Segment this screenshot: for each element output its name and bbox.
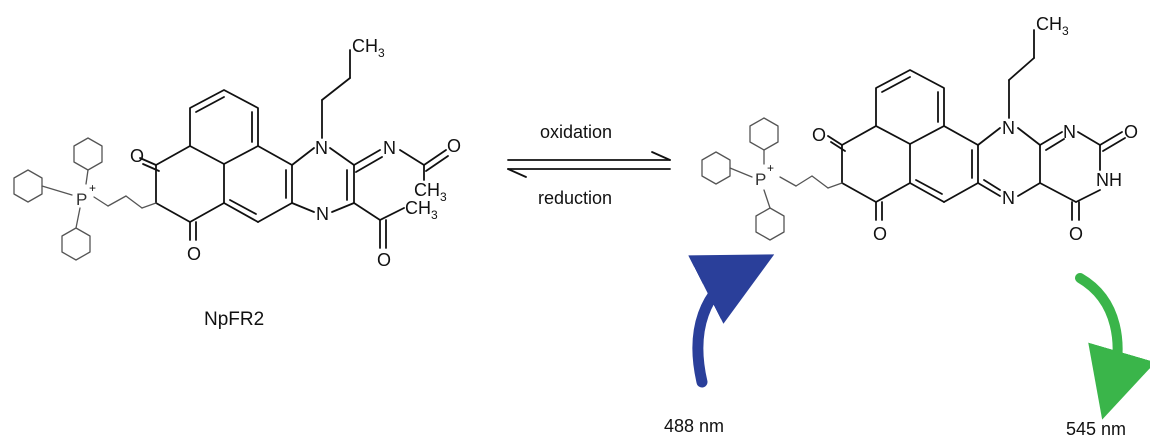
right-dione-ring: [827, 125, 911, 221]
right-phosphonium-linker: [779, 175, 843, 189]
left-imine-nitrogen: N: [383, 138, 396, 158]
right-ring-nitrogen-1: N: [1002, 118, 1015, 138]
right-imide-nh: NH: [1096, 170, 1122, 190]
right-propyl-chain: [1008, 29, 1035, 119]
oxidized-structure: O O N N N O NH O CH3 P +: [701, 14, 1138, 244]
right-aromatic-ring: [909, 125, 979, 203]
right-pyrimidine-nitrogen: N: [1063, 122, 1076, 142]
equilibrium-arrows: [507, 151, 671, 178]
right-phosphonium-charge: +: [767, 161, 774, 175]
right-benzene-ring: [875, 69, 945, 145]
left-pyrazine-ring: [291, 147, 355, 213]
left-ring-nitrogen-2: N: [316, 204, 329, 224]
right-triphenyl-group: [701, 117, 785, 241]
left-phosphonium-linker: [93, 195, 157, 209]
left-phosphorus: P: [76, 190, 87, 209]
left-oxo-oxygen-1: O: [130, 146, 144, 166]
emission-wavelength-label: 545 nm: [1066, 419, 1126, 438]
npfr2-structure: O O N N N O O CH3 CH3 CH3 P +: [13, 36, 461, 270]
oxidation-label: oxidation: [540, 122, 612, 142]
left-benzene-ring: [189, 89, 259, 165]
right-oxo-oxygen-1: O: [812, 125, 826, 145]
left-propyl-chain: [321, 49, 351, 139]
right-phosphorus: P: [755, 170, 766, 189]
left-propyl-methyl: CH3: [352, 36, 385, 60]
left-acyl-methyl: CH3: [414, 180, 447, 204]
left-ring-nitrogen-1: N: [315, 138, 328, 158]
right-pyrimidinedione-ring: [1039, 131, 1126, 221]
left-aromatic-ring: [223, 145, 293, 223]
compound-name-label: NpFR2: [204, 309, 264, 330]
left-dione-ring: [139, 145, 225, 241]
left-acylimine-oxygen: O: [447, 136, 461, 156]
reduction-label: reduction: [538, 188, 612, 208]
excitation-wavelength-label: 488 nm: [664, 416, 724, 436]
left-phosphonium-charge: +: [89, 181, 96, 195]
right-ring-nitrogen-2: N: [1002, 188, 1015, 208]
left-acetyl-methyl: CH3: [405, 198, 438, 222]
emission-arrow: [1075, 273, 1150, 420]
left-acetyl-oxygen: O: [377, 250, 391, 270]
right-carbonyl-oxygen-2: O: [1069, 224, 1083, 244]
right-carbonyl-oxygen-1: O: [1124, 122, 1138, 142]
left-acetyl-group: [353, 202, 405, 249]
left-oxo-oxygen-2: O: [187, 244, 201, 264]
right-oxo-oxygen-2: O: [873, 224, 887, 244]
excitation-arrow: [688, 254, 775, 388]
left-acetylimino-group: [353, 149, 449, 181]
right-pyrazine-ring: [977, 127, 1041, 197]
right-propyl-methyl: CH3: [1036, 14, 1069, 38]
left-triphenyl-group: [13, 137, 103, 261]
